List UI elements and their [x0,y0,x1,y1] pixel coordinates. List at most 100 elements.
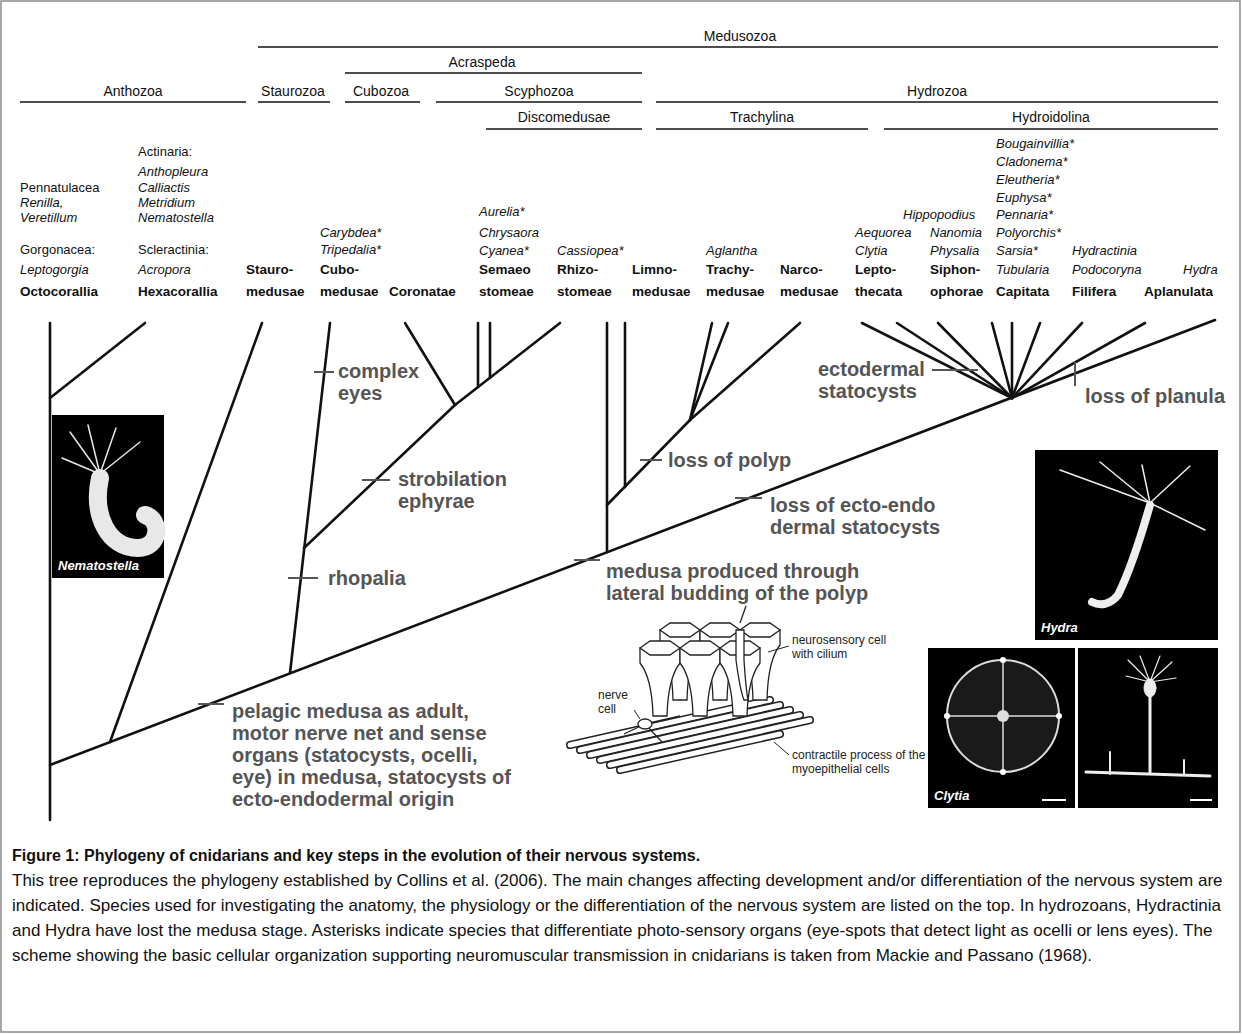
clade-bars [345,101,420,103]
neuromuscular-scheme [640,623,780,716]
evolution-annotation: loss of polyp [668,449,828,471]
leader-lines [774,742,789,755]
clytia-polyp-photo [1110,752,1184,775]
event-ticks [640,459,662,461]
taxon-group: Pennatulacea [20,180,100,195]
clytia-medusa-photo [1003,715,1059,717]
tree-branches [1012,323,1082,398]
taxon-group: Scleractinia: [138,242,209,257]
species-name: Clytia [855,243,888,258]
clytia-polyp-photo [1190,799,1212,801]
neuromuscular-scheme [640,648,680,716]
clade-name: Cubozoa [353,83,409,99]
tree-branches [624,323,627,487]
taxon-name: ophorae [930,284,983,299]
neuromuscular-scheme [570,606,810,770]
clytia-medusa-photo [928,648,1075,808]
taxon-name: Rhizo- [557,262,598,277]
scheme-label: nerve cell [598,688,638,716]
event-ticks [574,559,600,561]
clade-name: Medusozoa [704,28,776,44]
clade-name: Staurozoa [261,83,325,99]
tree-branches [690,323,800,420]
event-ticks [932,369,978,371]
clade-name: Anthozoa [103,83,162,99]
event-ticks [314,371,334,373]
taxon-group: Actinaria: [138,144,192,159]
clytia-medusa-photo [1042,799,1066,801]
tree-branches [606,323,609,552]
clytia-medusa-photo [944,657,1062,775]
species-name: Physalia [930,243,979,258]
taxon-name: medusae [706,284,765,299]
species-name: Cyanea* [479,243,529,258]
species-name: Eleutheria* [996,172,1060,187]
evolution-annotation: rhopalia [328,567,448,589]
nematostella-photo [100,442,140,474]
nematostella-photo [62,458,100,474]
species-name: Veretillum [20,210,77,225]
tree-branches [992,323,1012,398]
neuromuscular-scheme [660,623,700,637]
taxon-name: stomeae [557,284,612,299]
nematostella-photo [88,425,100,474]
clade-bars [258,46,1218,48]
scheme-label: neurosensory cell with cilium [792,633,907,661]
nematostella-photo [62,425,156,548]
clade-bars [258,101,330,103]
taxon-name: Siphon- [930,262,980,277]
taxon-name: stomeae [479,284,534,299]
species-name: Hydractinia [1072,243,1137,258]
taxon-name: Octocorallia [20,284,98,299]
species-name: Anthopleura [138,164,208,179]
tree-branches [455,323,560,405]
event-ticks [288,577,318,579]
species-name: Nematostella [138,210,214,225]
clytia-medusa-photo [1000,657,1006,663]
species-name: Pennaria* [996,207,1053,222]
leader-lines [634,710,640,719]
clade-name: Hydroidolina [1012,109,1090,125]
clytia-polyp-photo [1086,656,1210,776]
clytia-medusa-photo [1056,713,1062,719]
tree-branches [1011,323,1014,398]
photo-panel: Clytia [928,648,1075,808]
taxon-name: Semaeo [479,262,531,277]
taxon-name: Lepto- [855,262,896,277]
evolution-annotation: medusa produced through lateral budding … [606,560,906,604]
clytia-medusa-photo [947,660,1059,772]
species-name: Hippopodius [903,207,975,222]
species-name: Calliactis [138,180,190,195]
species-name: Aequorea [855,225,911,240]
scheme-label: contractile process of the myoepithelial… [792,748,927,776]
photo-panel: Nematostella [52,415,164,578]
clade-name: Scyphozoa [504,83,573,99]
neuromuscular-scheme [736,630,748,700]
clytia-polyp-photo [1086,772,1210,776]
evolution-annotation: pelagic medusa as adult, motor nerve net… [232,700,522,810]
evolution-annotation: strobilation ephyrae [398,468,523,512]
clade-bars [884,128,1218,130]
evolution-annotation: complex eyes [338,360,443,404]
tree-branches [1012,323,1040,398]
clytia-polyp-photo [1078,648,1218,808]
species-name: Podocoryna [1072,262,1141,277]
clytia-medusa-photo [1000,769,1006,775]
species-name: Hydra [1183,262,1218,277]
species-name: Cladonema* [996,154,1068,169]
species-name: Renilla, [20,195,63,210]
evolution-annotation: ectodermal statocysts [818,358,933,402]
hydra-photo [1150,503,1205,530]
clade-name: Hydrozoa [907,83,967,99]
clytia-polyp-photo [1126,656,1176,682]
clade-bars [656,101,1218,103]
tree-branches [938,323,1012,398]
clytia-medusa-photo [1002,716,1004,772]
species-name: Aurelia* [479,204,525,219]
event-ticks [735,497,762,499]
species-name: Acropora [138,262,191,277]
taxon-name: Coronatae [389,284,456,299]
species-name: Leptogorgia [20,262,89,277]
nematostella-photo [98,478,156,548]
